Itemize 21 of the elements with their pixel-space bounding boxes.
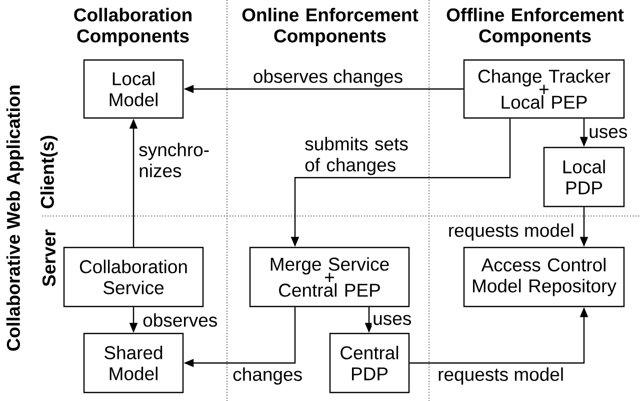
process-box: Local PDP (543, 146, 625, 208)
row-label: Collaborative Web Application (6, 86, 24, 351)
process-box: Change Tracker + Local PEP (463, 59, 625, 119)
process-box: Merge Service + Central PEP (249, 246, 410, 308)
row-label: Server (42, 229, 56, 286)
edge-label: synchro- nizes (138, 142, 210, 178)
edge-label: observes changes (252, 68, 404, 88)
edge-label: requests model (446, 222, 576, 242)
edge-label: uses (372, 314, 413, 326)
process-box: Central PDP (329, 332, 410, 394)
edge-label: observes (142, 312, 219, 328)
column-header: Online Enforcement Components (242, 8, 418, 46)
edge-label: changes (232, 366, 304, 386)
process-box: Local Model (83, 59, 184, 119)
edge-label: uses (588, 126, 629, 140)
process-box: Shared Model (83, 332, 184, 394)
process-box: Collaboration Service (63, 246, 204, 308)
row-label: Client(s) (40, 136, 58, 208)
edge-label: submits sets of changes (304, 136, 418, 176)
process-box: Access Control Model Repository (463, 246, 625, 308)
edge-label: requests model (436, 366, 566, 386)
